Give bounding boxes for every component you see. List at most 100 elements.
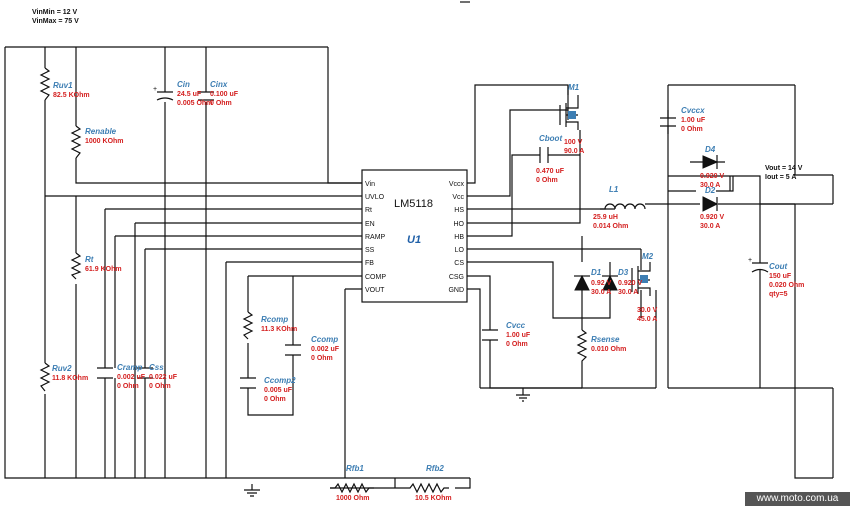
- m2-voltage: 30.0 V: [637, 307, 658, 314]
- ruv1-ref: Ruv1: [53, 81, 73, 90]
- cinx-value: 0.100 uF: [210, 91, 239, 98]
- capacitor-cin[interactable]: +: [153, 86, 174, 101]
- rt-value: 61.9 KOhm: [85, 266, 122, 273]
- resistor-rfb2[interactable]: [405, 482, 449, 494]
- m2-ref: M2: [642, 252, 654, 261]
- l1-ref: L1: [609, 185, 619, 194]
- pin-gnd: GND: [448, 287, 464, 294]
- cvccx-ref: Cvccx: [681, 106, 705, 115]
- pin-fb: FB: [365, 260, 374, 267]
- ccomp-value: 0.002 uF: [311, 346, 340, 353]
- cvccx-esr: 0 Ohm: [681, 126, 703, 133]
- d1-voltage: 0.92 V: [591, 280, 612, 287]
- rcomp-ref: Rcomp: [261, 315, 288, 324]
- ccomp2-value: 0.005 uF: [264, 387, 293, 394]
- cout-ref: Cout: [769, 262, 788, 271]
- capacitor-cout[interactable]: +: [748, 257, 769, 273]
- capacitor-cramp[interactable]: [97, 367, 113, 379]
- resistor-rcomp[interactable]: [242, 311, 254, 340]
- pin-hs: HS: [454, 207, 464, 214]
- m2-current: 45.0 A: [637, 316, 657, 323]
- cramp-ref: Cramp: [117, 363, 142, 372]
- pin-ss: SS: [365, 247, 375, 254]
- capacitor-cinx[interactable]: [198, 91, 214, 101]
- ic-name: LM5118: [394, 198, 433, 210]
- m1-current: 90.0 A: [564, 148, 584, 155]
- d4-voltage: 0.920 V: [700, 173, 724, 180]
- capacitor-cvccx[interactable]: [660, 117, 676, 127]
- wires: [4, 46, 834, 489]
- mosfet-m1[interactable]: [559, 95, 579, 130]
- css-esr: 0 Ohm: [149, 383, 171, 390]
- pin-vcc: Vcc: [452, 194, 464, 201]
- rsense-ref: Rsense: [591, 335, 620, 344]
- capacitor-ccomp[interactable]: [285, 344, 301, 356]
- d1-current: 30.0 A: [591, 289, 611, 296]
- capacitor-cvcc[interactable]: [482, 329, 498, 341]
- resistor-rt[interactable]: [70, 252, 82, 280]
- resistor-rfb1[interactable]: [330, 482, 374, 494]
- diode-d2[interactable]: [702, 196, 719, 212]
- cin-ref: Cin: [177, 80, 190, 89]
- resistor-rsense[interactable]: [576, 329, 588, 365]
- ground-symbol-right: [516, 394, 530, 402]
- l1-value: 25.9 uH: [593, 214, 618, 221]
- cout-qty: qty=5: [769, 291, 788, 298]
- pin-lo: LO: [455, 247, 465, 254]
- resistor-ruv1[interactable]: [39, 67, 51, 101]
- ruv2-value: 11.8 KOhm: [52, 375, 88, 382]
- cout-value: 150 uF: [769, 273, 792, 280]
- resistor-ruv2[interactable]: [39, 362, 51, 392]
- rfb1-ref: Rfb1: [346, 464, 364, 473]
- diode-d3[interactable]: [602, 274, 618, 291]
- d3-voltage: 0.920 V: [618, 280, 642, 287]
- ground-symbol-left: [244, 484, 260, 497]
- svg-text:+: +: [153, 86, 157, 93]
- cvcc-esr: 0 Ohm: [506, 341, 528, 348]
- cramp-value: 0.002 uF: [117, 374, 146, 381]
- pin-rt: Rt: [365, 207, 372, 214]
- d1-ref: D1: [591, 268, 602, 277]
- diode-d1[interactable]: [574, 274, 590, 291]
- inductor-l1[interactable]: [600, 203, 646, 210]
- cinx-esr: 0 Ohm: [210, 100, 232, 107]
- ccomp2-ref: Ccomp2: [264, 376, 296, 385]
- m1-voltage: 100 V: [564, 139, 583, 146]
- ic-ref: U1: [407, 234, 421, 246]
- diode-d4[interactable]: [690, 155, 725, 169]
- l1-esr: 0.014 Ohm: [593, 223, 628, 230]
- cvccx-value: 1.00 uF: [681, 117, 706, 124]
- pin-cs: CS: [454, 260, 464, 267]
- capacitor-ccomp2[interactable]: [240, 377, 256, 389]
- pin-ramp: RAMP: [365, 234, 386, 241]
- resistor-renable[interactable]: [70, 125, 82, 159]
- rsense-value: 0.010 Ohm: [591, 346, 626, 353]
- capacitor-cboot[interactable]: [539, 147, 549, 163]
- pin-uvlo: UVLO: [365, 194, 385, 201]
- iout-label: Iout = 5 A: [765, 174, 796, 181]
- d4-ref: D4: [705, 145, 716, 154]
- rcomp-value: 11.3 KOhm: [261, 326, 297, 333]
- css-ref: Css: [149, 363, 164, 372]
- vout-label: Vout = 14 V: [765, 165, 803, 172]
- mosfet-m2[interactable]: [631, 262, 651, 296]
- vin-max-label: VinMax = 75 V: [32, 18, 79, 25]
- capacitor-css[interactable]: [137, 367, 153, 379]
- rfb2-ref: Rfb2: [426, 464, 444, 473]
- d2-current: 30.0 A: [700, 223, 720, 230]
- watermark: www.moto.com.ua: [745, 492, 850, 506]
- ic-lm5118[interactable]: [361, 169, 468, 303]
- d2-ref: D2: [705, 186, 716, 195]
- pin-vccx: Vccx: [449, 181, 465, 188]
- rt-ref: Rt: [85, 255, 94, 264]
- rfb1-value: 1000 Ohm: [336, 495, 369, 502]
- pin-comp: COMP: [365, 274, 386, 281]
- cboot-ref: Cboot: [539, 134, 562, 143]
- cin-esr: 0.005 Ohm: [177, 100, 212, 107]
- cin-value: 24.5 uF: [177, 91, 202, 98]
- css-value: 0.022 uF: [149, 374, 178, 381]
- pin-vin: Vin: [365, 181, 375, 188]
- pin-en: EN: [365, 221, 375, 228]
- d3-ref: D3: [618, 268, 629, 277]
